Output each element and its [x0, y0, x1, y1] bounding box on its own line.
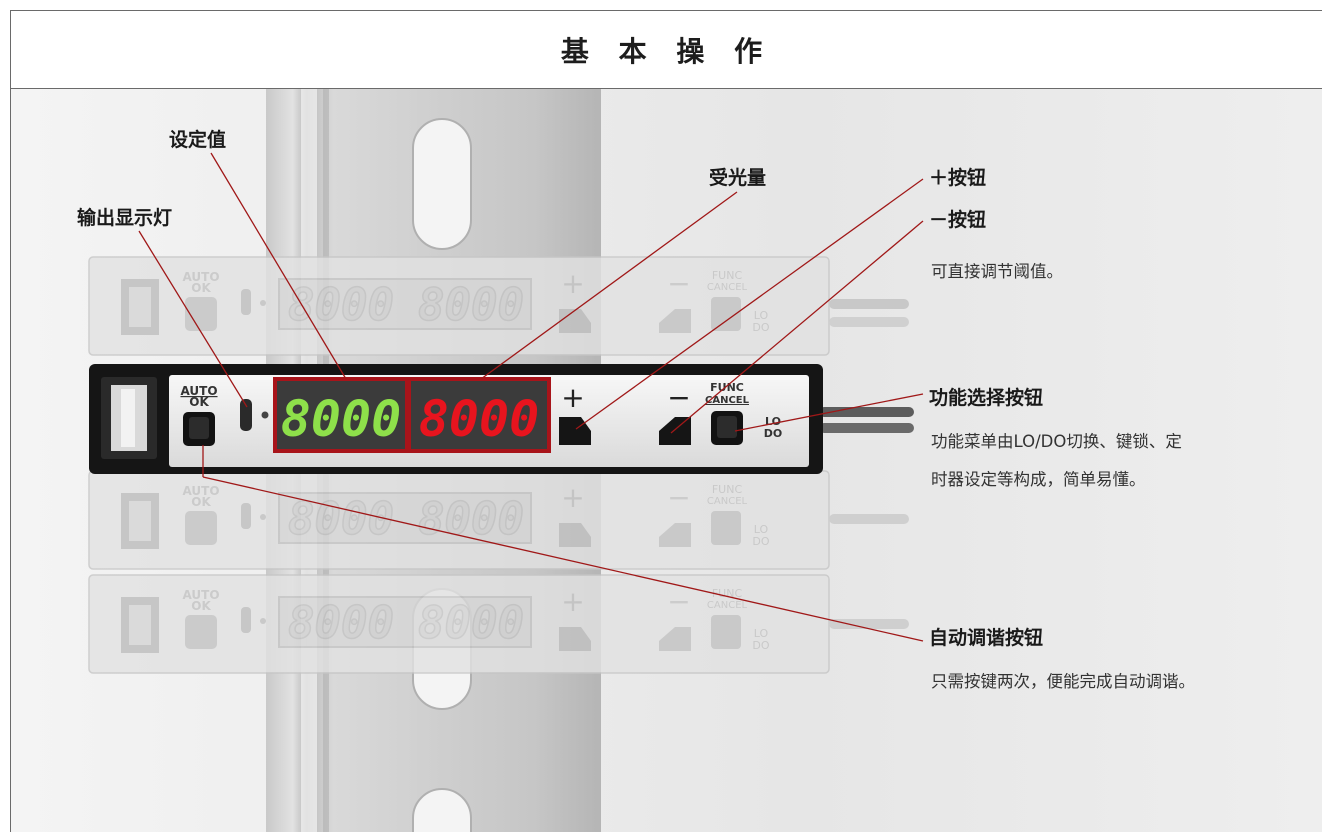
rail-slot-bottom	[412, 788, 472, 832]
leader-received-light	[480, 191, 738, 380]
plus-label: +	[561, 381, 584, 414]
label-set-value: 设定值	[169, 129, 227, 151]
received-light-display	[409, 381, 549, 449]
set-value-display	[275, 381, 407, 449]
amplifier-unit: AUTO OK 8000 8000 + − FUNC CANCEL	[89, 364, 823, 474]
ghost-unit-top	[88, 256, 830, 356]
ok-label: OK	[189, 395, 209, 409]
auto-label: AUTO	[180, 384, 217, 398]
leader-output-indicator	[138, 230, 248, 408]
leader-set-value	[210, 152, 347, 380]
ghost-unit-lower	[88, 470, 830, 570]
do-label: DO	[764, 427, 782, 440]
cancel-label: CANCEL	[705, 395, 750, 406]
label-plus-button: ＋按钮	[929, 167, 987, 189]
minus-label: −	[667, 381, 690, 414]
cable-ghost-4	[829, 619, 909, 629]
received-light-digits: 8000	[419, 390, 539, 448]
page-title: 基 本 操 作	[560, 34, 773, 68]
label-auto-tune-button: 自动调谐按钮	[929, 627, 1044, 649]
rail-slot-top	[412, 118, 472, 250]
set-value-digits: 8000	[281, 390, 401, 448]
ghost-unit-bottom	[88, 574, 830, 674]
leader-minus	[670, 220, 924, 434]
header-bar: 基 本 操 作	[11, 11, 1322, 89]
cable-2	[819, 423, 914, 433]
illustration-stage: AUTO OK 8000 8000 + − FUNC CANCEL LO DO	[11, 89, 1322, 832]
amplifier-illustration: AUTO OK 8000 8000 + − FUNC CANCEL LO DO	[88, 89, 924, 832]
indicator-dot	[261, 411, 269, 419]
received-light-highlight	[407, 377, 551, 453]
leader-function	[734, 393, 924, 432]
output-indicator-light	[240, 399, 252, 431]
leader-plus	[575, 178, 924, 430]
cable-ghost-3	[829, 514, 909, 524]
leader-auto-tune	[202, 476, 924, 642]
label-minus-button: －按钮	[929, 209, 987, 231]
cable-ghost-2	[829, 317, 909, 327]
cable-ghost-1	[829, 299, 909, 309]
label-received-light: 受光量	[709, 167, 767, 189]
function-description-line2: 时器设定等构成，简单易懂。	[931, 470, 1146, 489]
label-output-indicator: 输出显示灯	[77, 207, 173, 229]
label-function-button: 功能选择按钮	[929, 387, 1044, 409]
plus-minus-description: 可直接调节阈值。	[931, 262, 1063, 281]
main-panel: 基 本 操 作	[10, 10, 1322, 832]
minus-button[interactable]	[659, 417, 691, 445]
function-description-line1: 功能菜单由LO/DO切换、键锁、定	[931, 432, 1182, 451]
auto-tune-description: 只需按键两次，便能完成自动调谐。	[931, 672, 1195, 691]
leader-lines	[138, 152, 924, 642]
func-label: FUNC	[710, 381, 744, 394]
